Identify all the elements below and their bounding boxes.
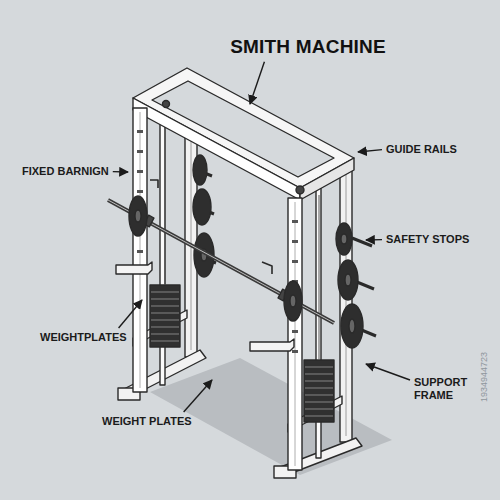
part-label: GUIDE RAILS (386, 143, 457, 156)
leader-line (119, 300, 142, 328)
part-label: WEIGHT PLATES (102, 415, 192, 428)
part-label: WEIGHTPLATES (40, 331, 127, 344)
leader-line (366, 364, 410, 380)
title: SMITH MACHINE (230, 36, 386, 59)
leader-line (184, 380, 212, 412)
part-label: FIXED BARNIGN (22, 165, 109, 178)
part-label: SAFETY STOPS (386, 233, 469, 246)
leader-line (250, 62, 264, 104)
watermark: 1934944723 (479, 352, 490, 402)
leader-line (113, 171, 128, 173)
part-label: SUPPORT FRAME (414, 376, 476, 402)
leader-line (358, 150, 382, 152)
leader-line (366, 239, 382, 241)
